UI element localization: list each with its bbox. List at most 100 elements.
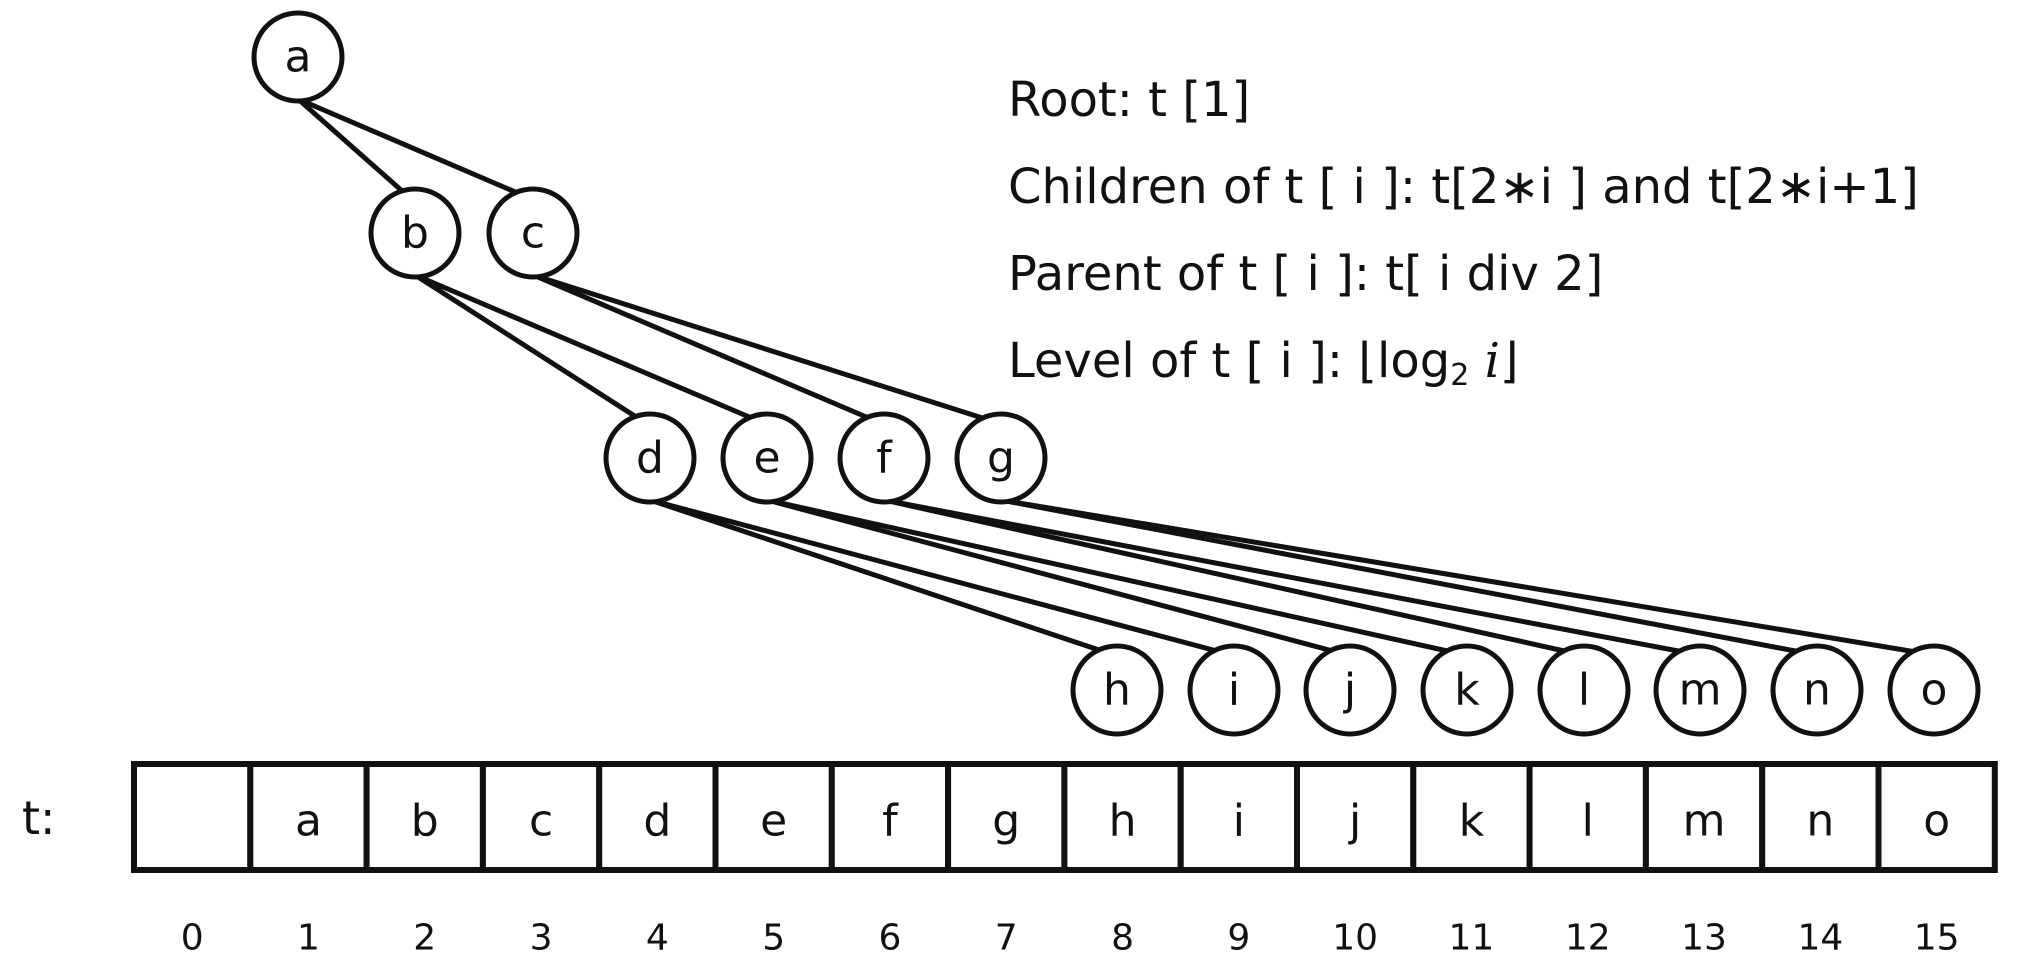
cell-box [131,761,254,873]
array-index-7: 7 [995,918,1018,959]
cell-label: j [1348,796,1361,847]
tree-edges [295,96,1931,657]
tree-node-h: h [1070,643,1164,737]
node-circle [1187,643,1281,737]
cell-label: m [1683,796,1726,847]
node-label: b [401,208,429,259]
node-circle [1537,643,1631,737]
cell-label: k [1459,796,1485,847]
tree-node-k: k [1420,643,1514,737]
cell-label: f [882,796,899,847]
children-formula: Children of t [ i ]: t[2∗i ] and t[2∗i+1… [1008,159,1919,215]
tree-node-a: a [251,10,345,104]
cell-label: d [643,796,671,847]
array-cell-11: k [1410,761,1533,873]
edge-b-d [412,272,647,425]
cell-box [1177,761,1300,873]
edge-g-o [998,497,1931,657]
node-circle [1887,643,1981,737]
node-label: l [1578,665,1590,716]
cell-box [1526,761,1649,873]
cell-box [596,761,719,873]
tree-node-e: e [720,411,814,505]
node-label: c [521,208,545,259]
node-label: e [753,433,780,484]
edge-c-g [530,272,998,425]
edge-g-n [998,497,1814,657]
tree-node-g: g [954,411,1048,505]
tree-node-d: d [603,411,697,505]
edge-b-e [412,272,764,425]
cell-label: c [529,796,553,847]
array-index-15: 15 [1914,918,1960,959]
array-index-4: 4 [646,918,669,959]
array-cell-15: o [1875,761,1998,873]
edge-a-b [295,96,412,200]
edge-e-k [764,497,1464,657]
array-cell-2: b [363,761,486,873]
level-formula: Level of t [ i ]: ⌊log2 i⌋ [1008,331,1519,406]
array-index-2: 2 [413,918,436,959]
cell-box [1642,761,1766,873]
edge-d-h [647,497,1114,657]
array-cell-4: d [596,761,719,873]
node-circle [954,411,1048,505]
tree-node-c: c [486,186,580,280]
array-cell-10: j [1294,761,1417,873]
parent-formula: Parent of t [ i ]: t[ i div 2] [1008,246,1604,302]
node-circle [720,411,814,505]
array-cell-1: a [247,761,370,873]
array-name-label: t: [22,791,56,845]
node-circle [1770,643,1864,737]
tree-node-b: b [368,186,462,280]
node-label: n [1803,665,1831,716]
node-circle [1303,643,1397,737]
edge-f-m [881,497,1697,657]
cell-label: b [411,796,439,847]
node-label: i [1228,665,1240,716]
node-circle [486,186,580,280]
tree-node-i: i [1187,643,1281,737]
node-label: h [1103,665,1131,716]
tree-node-j: j [1303,643,1397,737]
array-cell-5: e [712,761,835,873]
array-cell-6: f [828,761,952,873]
node-circle [1420,643,1514,737]
array-index-1: 1 [297,918,320,959]
node-label: g [987,433,1015,484]
node-label: a [285,32,312,83]
cell-label: g [992,796,1020,847]
level-formula-variable: i [1484,333,1500,389]
array-index-9: 9 [1227,918,1250,959]
array-index-6: 6 [878,918,901,959]
array-cell-13: m [1642,761,1766,873]
cell-box [1410,761,1533,873]
array-index-3: 3 [530,918,553,959]
edge-e-j [764,497,1347,657]
cell-label: i [1233,796,1245,847]
edge-f-l [881,497,1581,657]
tree-node-l: l [1537,643,1631,737]
edge-c-f [530,272,881,425]
tree-node-n: n [1770,643,1864,737]
level-formula-log-base: 2 [1450,358,1470,393]
node-circle [1653,643,1747,737]
array-cell-0 [131,761,254,873]
edge-d-i [647,497,1231,657]
cell-label: n [1806,796,1834,847]
node-label: d [636,433,664,484]
array-cell-3: c [479,761,603,873]
node-circle [1070,643,1164,737]
array-index-8: 8 [1111,918,1134,959]
node-circle [603,411,697,505]
array-cell-12: l [1526,761,1649,873]
array-index-13: 13 [1681,918,1727,959]
cell-label: a [295,796,322,847]
cell-label: h [1109,796,1137,847]
node-label: k [1454,665,1480,716]
level-formula-prefix: Level of t [ i ]: ⌊log [1008,333,1451,389]
tree-node-o: o [1887,643,1981,737]
